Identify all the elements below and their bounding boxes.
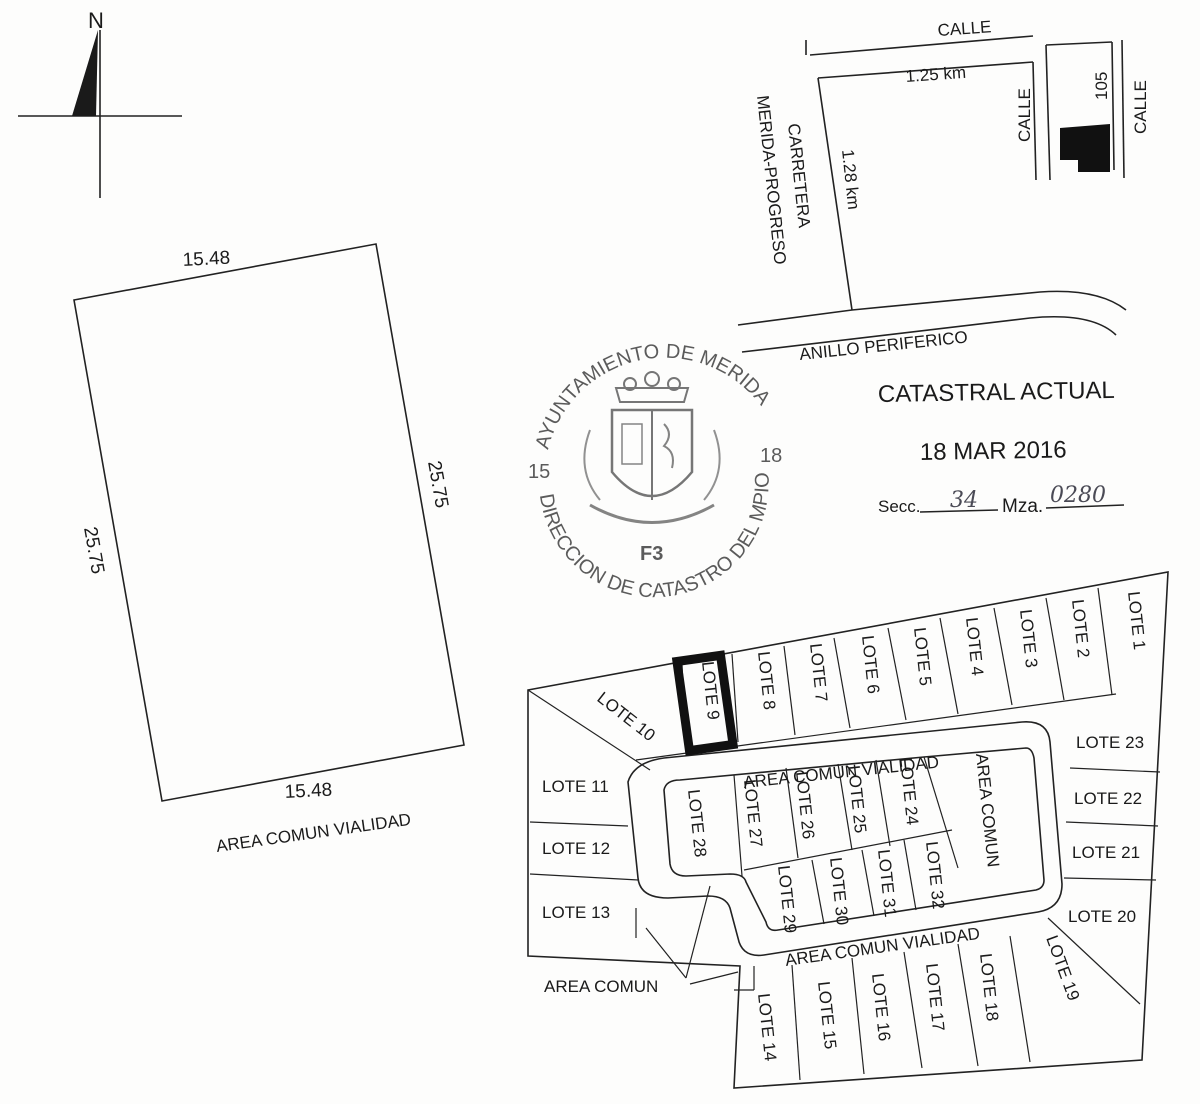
lots-inner-bottom-row: LOTE 29 LOTE 30 LOTE 31 LOTE 32 xyxy=(774,840,948,934)
stamp-date: 18 MAR 2016 xyxy=(920,436,1067,466)
lots-left-column: LOTE 11 LOTE 12 LOTE 13 xyxy=(542,777,610,922)
dist-vertical-label: 1.28 km xyxy=(838,148,863,210)
carretera-label: CARRETERA xyxy=(784,122,814,229)
lot-label: LOTE 20 xyxy=(1068,907,1136,926)
lot-label: LOTE 23 xyxy=(1076,733,1144,752)
lot-label: LOTE 28 xyxy=(684,788,710,858)
lot-label: LOTE 8 xyxy=(754,650,779,710)
lot-label: LOTE 29 xyxy=(774,864,800,934)
lot-label: LOTE 14 xyxy=(754,992,780,1062)
lot-label: LOTE 4 xyxy=(962,616,987,676)
cadastral-stamp: CATASTRAL ACTUAL 18 MAR 2016 Secc. 34 Mz… xyxy=(878,377,1125,517)
lots-right-column: LOTE 23 LOTE 22 LOTE 21 LOTE 20 xyxy=(1068,733,1144,926)
road-ring-inner xyxy=(663,747,1045,932)
mza-label: Mza. xyxy=(1002,496,1043,517)
lot-label: LOTE 12 xyxy=(542,839,610,858)
lot-label: LOTE 6 xyxy=(858,634,883,694)
number-label: 105 xyxy=(1092,72,1111,100)
north-arrow-icon xyxy=(72,30,98,116)
lot-label: LOTE 2 xyxy=(1068,598,1093,658)
secc-label: Secc. xyxy=(878,497,921,516)
location-map: CALLE 1.25 km CALLE 105 CALLE 1.28 km CA… xyxy=(737,17,1150,364)
seal-top-text: AYUNTAMIENTO DE MERIDA xyxy=(532,340,775,451)
carretera-name-label: MERIDA-PROGRESO xyxy=(753,94,790,265)
lot-label: LOTE 1 xyxy=(1124,590,1149,650)
seal-right-number: 18 xyxy=(760,445,782,467)
lot-label: LOTE 17 xyxy=(922,962,948,1032)
lot-label: LOTE 18 xyxy=(976,952,1002,1022)
seal-left-number: 15 xyxy=(528,461,550,483)
lot-label: LOTE 3 xyxy=(1016,608,1041,668)
area-comun-inner-label: AREA COMUN xyxy=(972,752,1003,868)
lot-outline: 15.48 15.48 25.75 25.75 AREA COMUN VIALI… xyxy=(73,243,465,856)
lot-label: LOTE 5 xyxy=(910,626,935,686)
lot-label: LOTE 16 xyxy=(868,972,894,1042)
road-ring-outer xyxy=(627,721,1063,957)
calle-mid-label: CALLE xyxy=(1015,88,1034,142)
coat-of-arms-icon xyxy=(583,371,721,524)
dim-top: 15.48 xyxy=(182,248,231,271)
north-label: N xyxy=(88,8,104,33)
subdivision-boundary xyxy=(527,571,1169,1089)
lot-label: LOTE 31 xyxy=(874,848,900,918)
lot-label: LOTE 21 xyxy=(1072,843,1140,862)
anillo-label: ANILLO PERIFERICO xyxy=(798,327,968,364)
dim-below-label: AREA COMUN VIALIDAD xyxy=(215,810,412,856)
dist-horizontal-label: 1.25 km xyxy=(905,63,967,86)
lot-label: LOTE 7 xyxy=(806,642,831,702)
subdivision-plan: LOTE 1 LOTE 2 LOTE 3 LOTE 4 LOTE 5 LOTE … xyxy=(527,571,1169,1089)
stamp-title: CATASTRAL ACTUAL xyxy=(878,377,1115,408)
lot-label: LOTE 19 xyxy=(1042,933,1083,1003)
lot-label: LOTE 30 xyxy=(826,856,852,926)
calle-top-label: CALLE xyxy=(937,17,992,40)
seal-bottom-text: DIRECCION DE CATASTRO DEL MPIO. DE MERID… xyxy=(0,0,774,602)
property-location-marker xyxy=(1060,124,1110,172)
lot-label: LOTE 22 xyxy=(1074,789,1142,808)
area-comun-callout-label: AREA COMUN xyxy=(544,977,658,996)
secc-value: 34 xyxy=(950,488,978,513)
lot-label: LOTE 11 xyxy=(542,777,609,796)
lot-label: LOTE 32 xyxy=(922,840,948,910)
dim-bottom: 15.48 xyxy=(284,780,333,803)
seal-code: F3 xyxy=(640,543,663,565)
municipal-seal: AYUNTAMIENTO DE MERIDA DIRECCION DE CATA… xyxy=(0,0,782,602)
highlighted-lot-9 xyxy=(671,650,739,756)
vialidad-bottom-label: AREA COMUN VIALIDAD xyxy=(784,924,981,970)
mza-value: 0280 xyxy=(1050,483,1106,508)
lot-label: LOTE 10 xyxy=(594,688,659,745)
lot-label: LOTE 13 xyxy=(542,903,610,922)
calle-right-label: CALLE xyxy=(1131,80,1150,134)
dim-left: 25.75 xyxy=(79,525,108,575)
dim-right: 25.75 xyxy=(423,459,452,509)
lot-label: LOTE 15 xyxy=(814,980,840,1050)
north-arrow: N xyxy=(18,8,182,198)
